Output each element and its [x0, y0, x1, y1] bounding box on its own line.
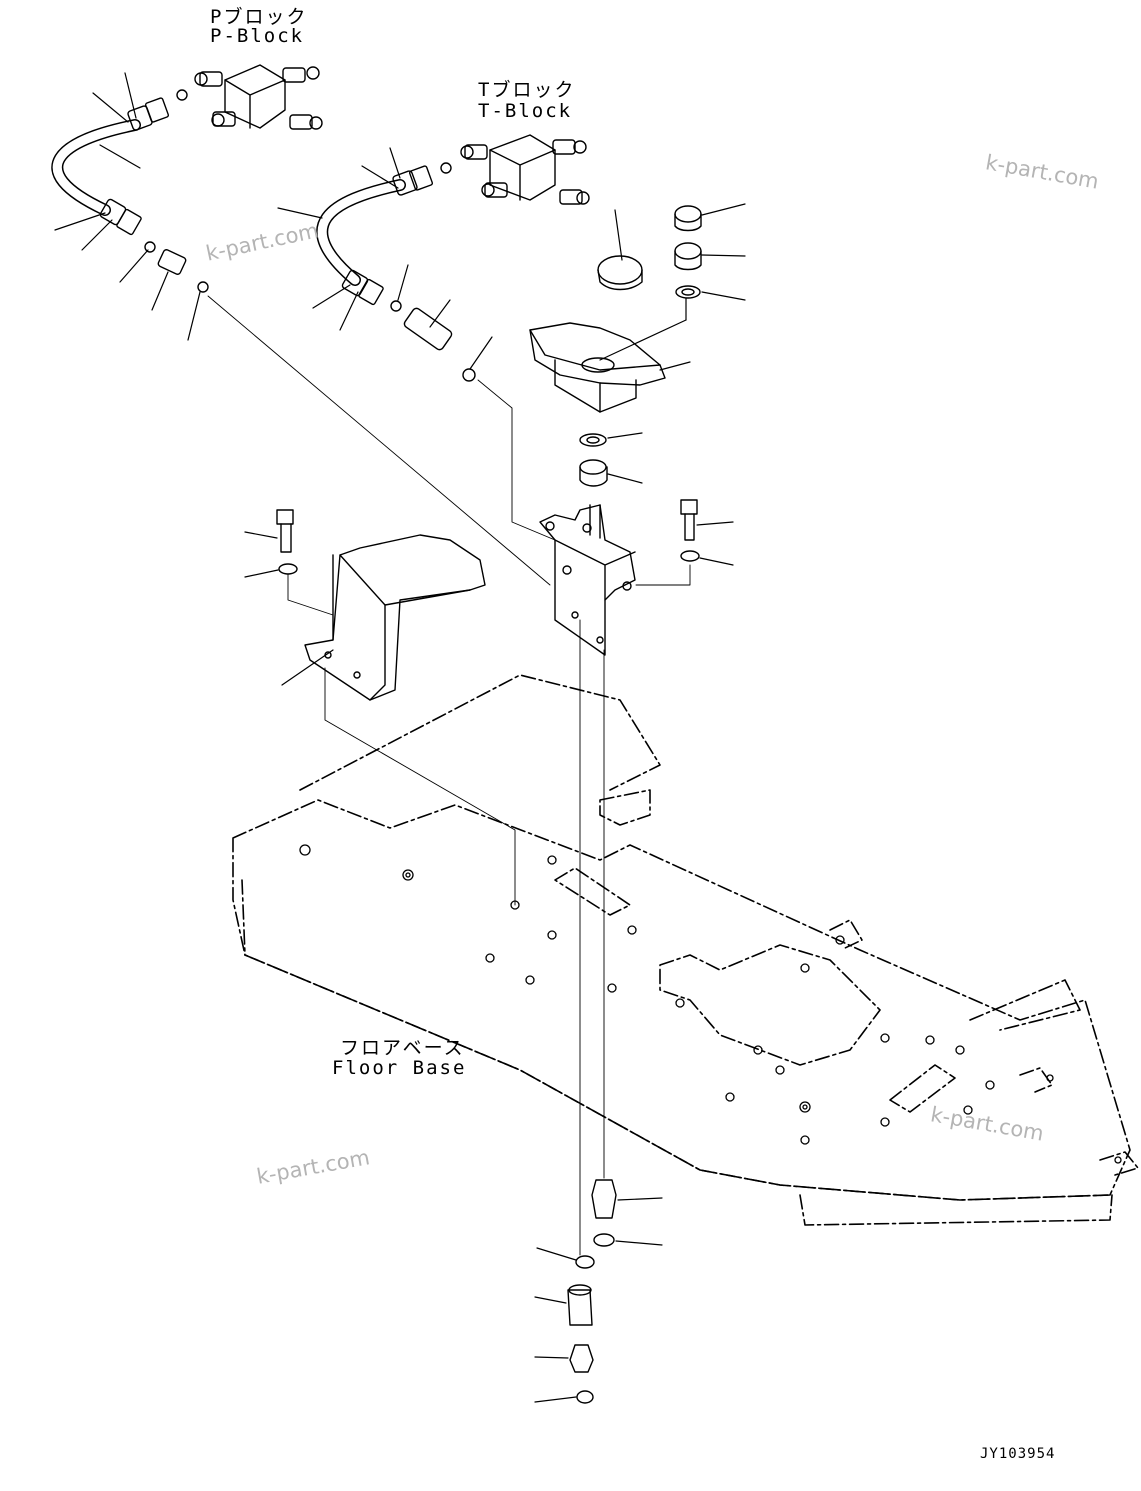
p-block-label-en: P-Block — [210, 25, 305, 47]
valve-body — [539, 504, 636, 656]
t-block-label-en: T-Block — [478, 100, 573, 122]
p-block — [176, 64, 323, 130]
t-block-label-jp: Tブロック — [478, 79, 576, 101]
hose-left — [51, 97, 209, 293]
alignment-lines — [207, 295, 691, 1256]
t-block — [440, 134, 590, 205]
drawing-id: JY103954 — [980, 1446, 1056, 1462]
floor-base — [232, 674, 1139, 1226]
hose-right — [316, 165, 476, 382]
p-block-label-jp: Pブロック — [210, 6, 308, 28]
floor-base-label-jp: フロアベース — [340, 1037, 465, 1059]
lower-fittings — [567, 1179, 617, 1404]
leader-lines — [54, 72, 746, 1403]
step-bracket — [276, 499, 700, 701]
pedal-parts — [529, 205, 702, 487]
floor-base-label-en: Floor Base — [332, 1057, 467, 1079]
